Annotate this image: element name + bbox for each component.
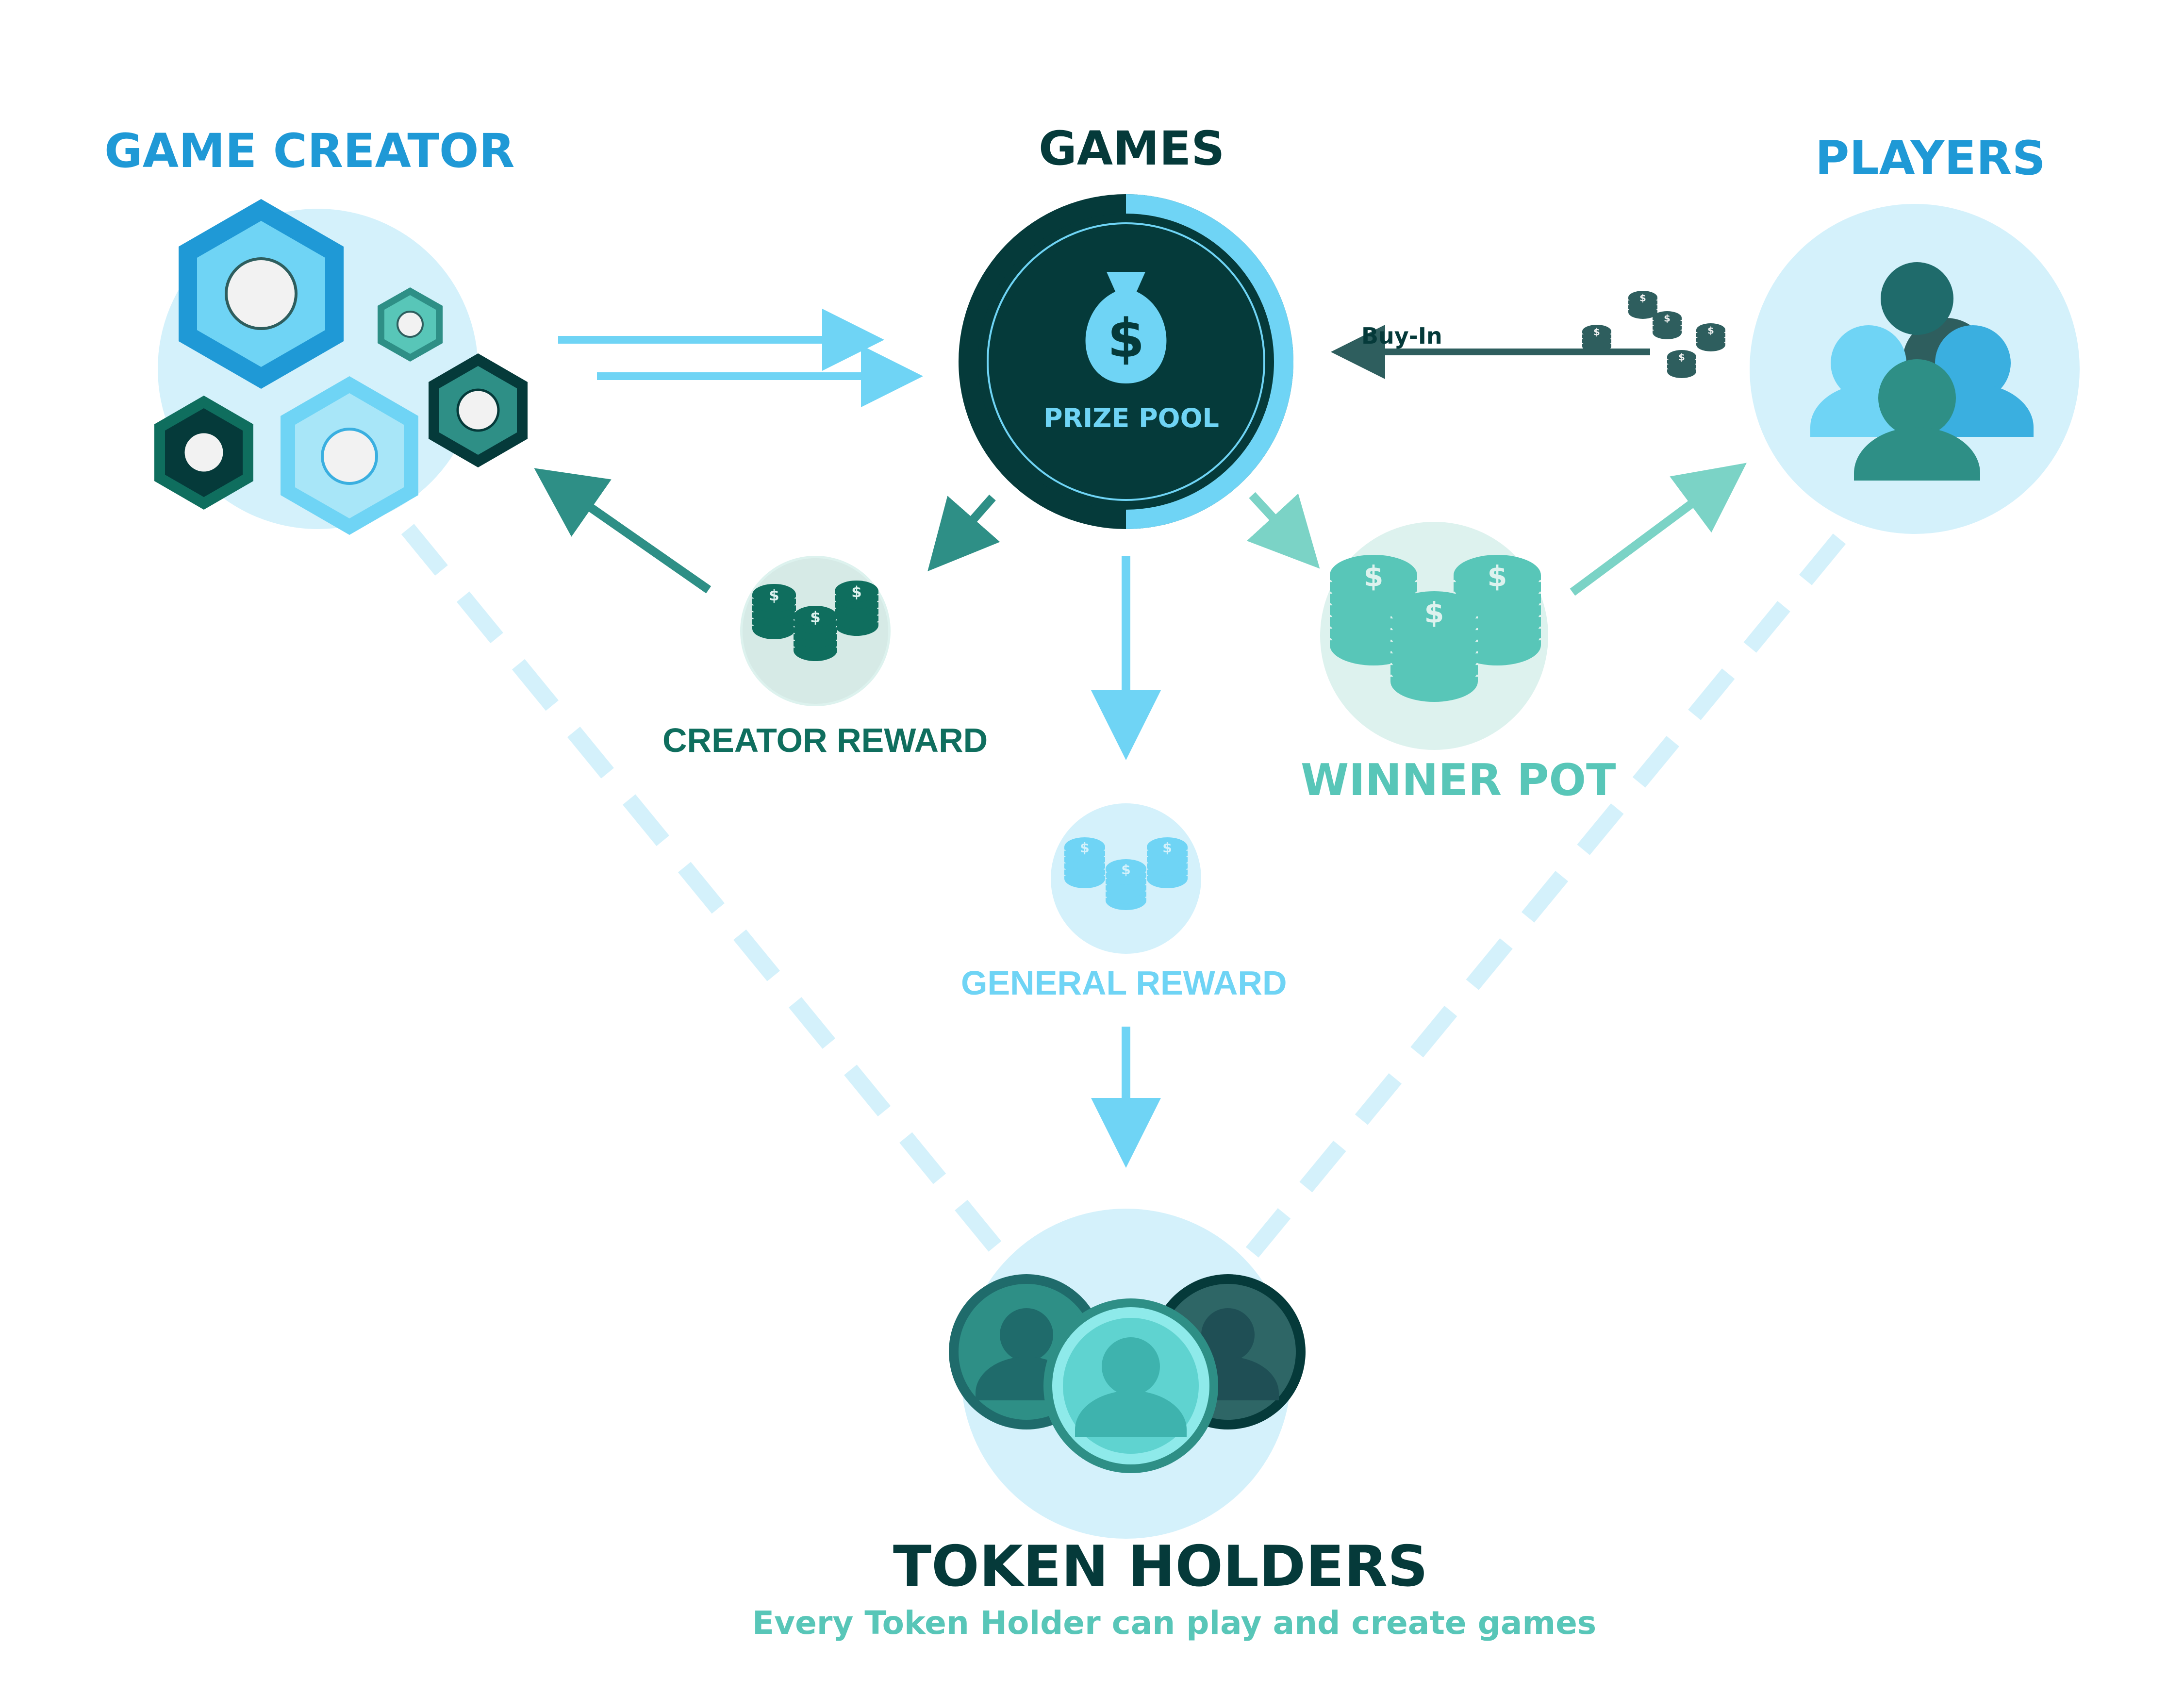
token-holders-subtitle: Every Token Holder can play and create g… bbox=[752, 1604, 1597, 1642]
arrow-winner-to-players bbox=[1570, 463, 1747, 596]
winner-pot-label: WINNER POT bbox=[1301, 755, 1616, 806]
arrow-games-to-winner bbox=[1246, 492, 1320, 569]
svg-text:$: $ bbox=[769, 587, 779, 604]
games-node: $ bbox=[959, 194, 1293, 529]
token-holders-title: TOKEN HOLDERS bbox=[893, 1534, 1428, 1599]
svg-text:$: $ bbox=[851, 583, 861, 601]
hexagon-cluster-icon bbox=[154, 199, 528, 535]
svg-text:$: $ bbox=[1593, 327, 1600, 338]
svg-text:$: $ bbox=[1424, 596, 1444, 630]
players-title: PLAYERS bbox=[1815, 131, 2046, 185]
general-reward-node: $ $ $ bbox=[1051, 803, 1201, 954]
coin-stack: $ bbox=[1106, 859, 1146, 910]
arrow-games-to-creator-reward bbox=[927, 495, 1000, 572]
coin-stack: $ bbox=[752, 584, 796, 639]
svg-text:$: $ bbox=[1488, 560, 1507, 593]
coin-stack: $ bbox=[835, 581, 878, 636]
dashed-line-creator-holders bbox=[401, 524, 1007, 1258]
svg-text:$: $ bbox=[1108, 307, 1145, 369]
coin-stack-icon: $ $ $ bbox=[1064, 837, 1188, 910]
players-node bbox=[1750, 204, 2080, 534]
svg-text:$: $ bbox=[1678, 352, 1685, 363]
svg-text:$: $ bbox=[810, 609, 820, 626]
coin-stack: $ bbox=[794, 606, 837, 661]
money-bag-icon: $ bbox=[1085, 272, 1167, 383]
buy-in-label: Buy-In bbox=[1361, 323, 1442, 349]
buy-in-coins-icon: $ $ $ $ $ bbox=[1582, 291, 1725, 378]
coin-stack-icon: $ $ $ bbox=[752, 581, 878, 661]
coin-stack: $ bbox=[1390, 591, 1478, 702]
svg-text:$: $ bbox=[1664, 313, 1671, 324]
game-creator-title: GAME CREATOR bbox=[104, 124, 515, 178]
flow-arrows bbox=[534, 309, 1747, 1168]
game-creator-node bbox=[154, 199, 528, 535]
coin-stack: $ bbox=[1147, 837, 1188, 888]
dashed-connectors bbox=[401, 524, 1846, 1258]
svg-text:$: $ bbox=[1364, 560, 1384, 593]
svg-text:$: $ bbox=[1080, 840, 1089, 856]
games-title: GAMES bbox=[1039, 121, 1225, 176]
creator-reward-label: CREATOR REWARD bbox=[662, 721, 988, 759]
user-coin-icon bbox=[949, 1274, 1306, 1473]
general-reward-label: GENERAL REWARD bbox=[961, 964, 1287, 1002]
winner-pot-node: $ $ $ bbox=[1320, 522, 1548, 750]
coin-stack: $ bbox=[1064, 837, 1105, 888]
arrow-creator-reward-to-creator bbox=[534, 468, 711, 594]
coin-stack: $ bbox=[1628, 291, 1657, 319]
dashed-line-players-holders bbox=[1245, 533, 1846, 1258]
token-holders-node bbox=[949, 1209, 1306, 1539]
prize-pool-label: PRIZE POOL bbox=[1043, 403, 1219, 433]
coin-stack: $ bbox=[1582, 325, 1611, 353]
user-group-icon bbox=[1810, 262, 2034, 481]
coin-stack: $ bbox=[1696, 323, 1725, 351]
coin-stack: $ bbox=[1653, 311, 1682, 339]
svg-text:$: $ bbox=[1162, 840, 1172, 856]
svg-text:$: $ bbox=[1639, 293, 1646, 304]
svg-text:$: $ bbox=[1707, 325, 1714, 336]
coin-stack: $ bbox=[1667, 350, 1696, 378]
svg-text:$: $ bbox=[1121, 862, 1130, 878]
creator-reward-node: $ $ $ bbox=[740, 556, 891, 706]
coin-stack-icon: $ $ $ bbox=[1330, 555, 1541, 702]
